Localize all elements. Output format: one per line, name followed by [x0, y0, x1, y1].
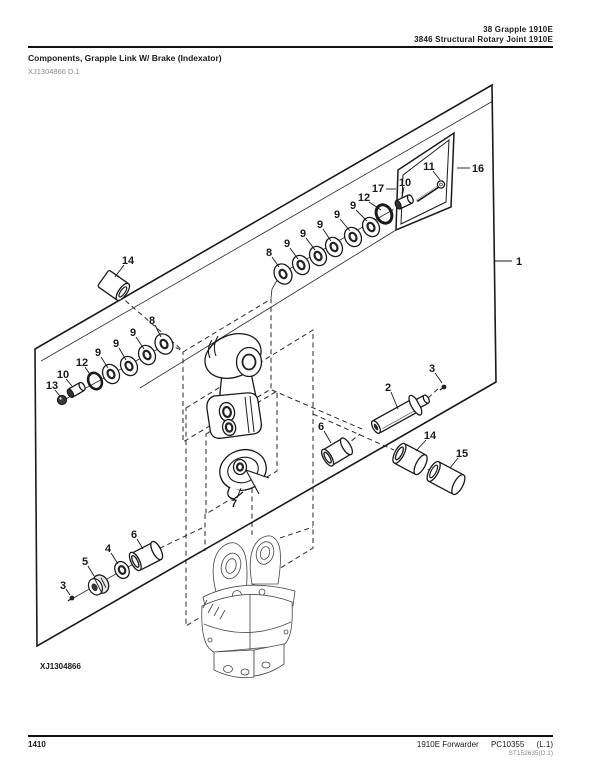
callout-label-8: 8 [149, 315, 155, 327]
callout-label-14: 14 [122, 255, 135, 267]
callout-label-3: 3 [429, 363, 435, 375]
callout-label-9: 9 [95, 347, 101, 359]
callout-leader-11 [432, 170, 441, 181]
figure-id: XJ1304866 D.1 [28, 67, 80, 76]
bushing-part-6-bottom [128, 540, 164, 572]
bushing-part-14-left [97, 270, 131, 302]
footer-right: 1910E Forwarder PC10355 (L.1) ST152635(D… [417, 740, 553, 757]
o-ring-part-12-left [86, 371, 104, 391]
callout-leader-5 [87, 565, 95, 577]
callout-label-4: 4 [105, 543, 112, 555]
footer-doc-rev: (L.1) [536, 740, 553, 749]
callout-leader-7 [236, 487, 242, 499]
footer-doc-code: PC10355 [490, 740, 525, 749]
page-header: 38 Grapple 1910E 3846 Structural Rotary … [414, 25, 553, 45]
callout-leader-9 [135, 336, 145, 350]
callout-leader-3 [434, 372, 443, 384]
callout-label-2: 2 [385, 382, 391, 394]
footer-divider [28, 735, 553, 737]
callout-label-10: 10 [57, 369, 69, 381]
callout-leader-10 [65, 378, 73, 387]
callout-leader-3 [65, 588, 71, 596]
callout-leader-9 [305, 237, 316, 251]
callout-label-11: 11 [423, 161, 435, 173]
callout-leader-9 [339, 218, 351, 232]
callout-leader-15 [449, 457, 459, 469]
callout-leader-9 [355, 209, 368, 222]
callout-label-9: 9 [300, 228, 306, 240]
callout-label-9: 9 [113, 338, 119, 350]
callout-label-6: 6 [318, 421, 324, 433]
callout-leader-8 [154, 324, 162, 338]
nut-part-5 [87, 574, 110, 596]
callout-label-8: 8 [266, 247, 272, 259]
callout-leader-8 [271, 256, 280, 268]
screw-part-3-bottom [67, 595, 75, 602]
callout-leader-14 [114, 264, 125, 278]
callout-leader-6 [323, 430, 332, 444]
callout-leader-12 [368, 201, 382, 211]
figure-caption: XJ1304866 [40, 662, 81, 671]
callout-leader-14 [415, 439, 427, 452]
callout-leader-6 [136, 538, 144, 550]
callout-label-6: 6 [131, 529, 137, 541]
callout-leader-12 [84, 366, 92, 377]
washer-row-left [56, 333, 174, 406]
nut-part-13 [56, 394, 68, 406]
callout-label-9: 9 [284, 238, 290, 250]
callout-label-7: 7 [231, 498, 237, 510]
callout-leader-9 [118, 347, 127, 361]
pin-part-2 [370, 394, 430, 434]
bushing-part-14-right [392, 442, 428, 476]
callout-leader-9 [100, 356, 109, 369]
header-subsection: 3846 Structural Rotary Joint 1910E [414, 35, 553, 44]
header-divider [28, 46, 553, 48]
callout-label-10: 10 [399, 177, 411, 189]
o-ring-part-12-right [374, 203, 394, 225]
callout-label-15: 15 [456, 448, 468, 460]
footer-model: 1910E Forwarder [416, 740, 479, 749]
callout-leader-9 [289, 247, 299, 260]
callout-leader-4 [110, 552, 119, 565]
callout-label-9: 9 [334, 209, 340, 221]
callout-label-5: 5 [82, 556, 88, 568]
washer-row-right [273, 216, 381, 285]
callout-label-3: 3 [60, 580, 66, 592]
callout-label-12: 12 [76, 357, 88, 369]
callout-leader-2 [390, 391, 399, 410]
callout-label-1: 1 [516, 256, 522, 268]
bushing-part-6-right [320, 437, 354, 467]
callout-label-9: 9 [130, 327, 136, 339]
callout-leader-9 [322, 228, 332, 242]
callout-label-12: 12 [358, 192, 370, 204]
footer-stamp: ST152635(D.1) [508, 750, 553, 757]
page-title: Components, Grapple Link W/ Brake (Index… [28, 53, 222, 63]
page-number: 1410 [28, 740, 46, 749]
footer-doc-line: 1910E Forwarder PC10355 (L.1) [417, 740, 553, 749]
callout-leader-10 [401, 186, 405, 198]
brake-disc-part-7 [219, 448, 272, 500]
grapple-link-part [204, 333, 263, 439]
callout-label-9: 9 [317, 219, 323, 231]
header-section: 38 Grapple 1910E [483, 25, 553, 34]
callout-label-13: 13 [46, 380, 58, 392]
callout-label-9: 9 [350, 200, 356, 212]
callout-leader-13 [54, 389, 61, 397]
bushing-part-10-inset [394, 194, 414, 210]
bushing-part-10-left [66, 381, 86, 398]
callout-label-14: 14 [424, 430, 437, 442]
figure-border [34, 83, 497, 648]
washer-part-4 [114, 560, 130, 580]
callout-label-17: 17 [372, 183, 384, 195]
pin-part-11 [416, 180, 446, 203]
screw-part-3-right [439, 384, 447, 391]
rotary-joint-reference [201, 535, 296, 679]
callout-label-16: 16 [472, 163, 484, 175]
bushing-part-15 [426, 460, 466, 496]
